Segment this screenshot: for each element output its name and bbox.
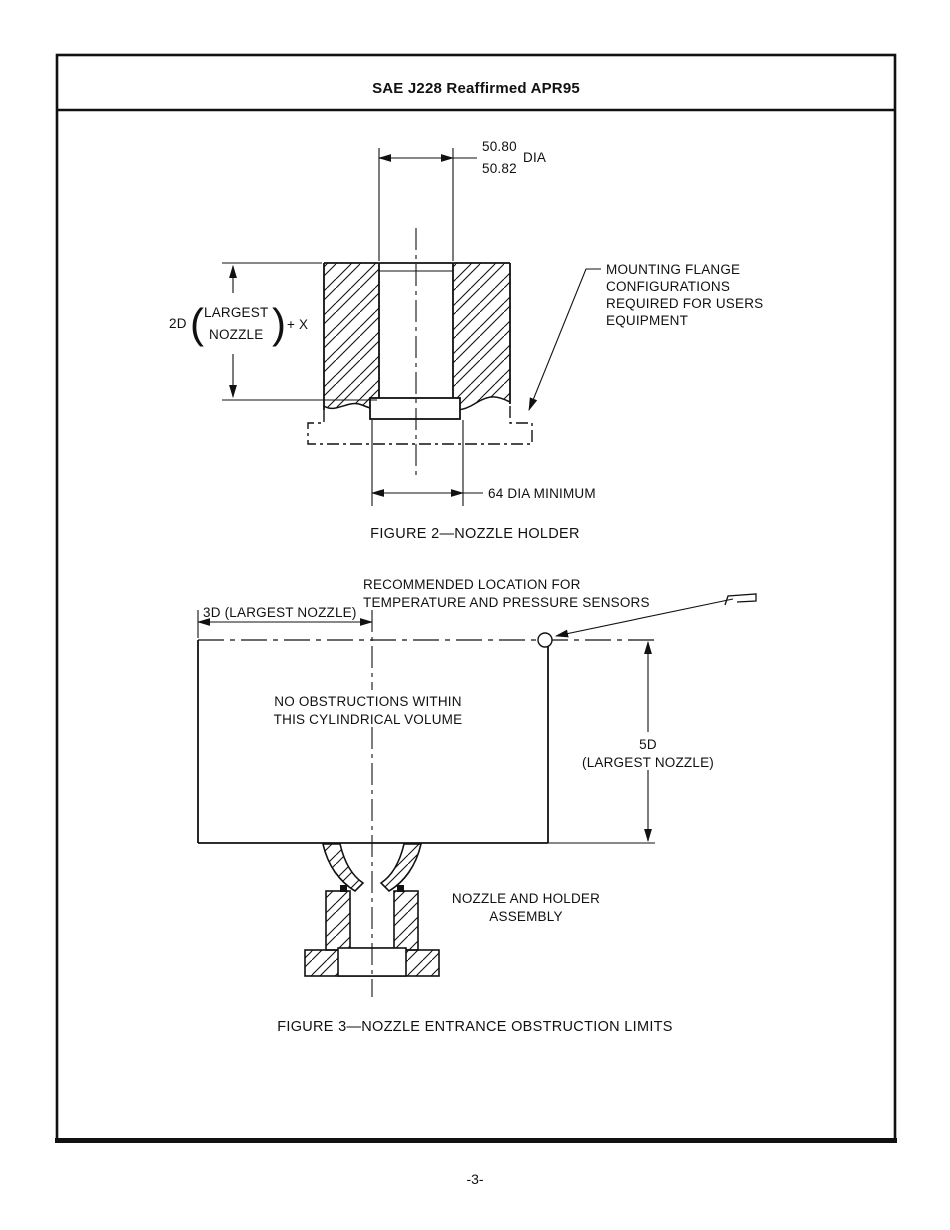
figure2-caption: FIGURE 2—NOZZLE HOLDER [370,526,580,542]
figure3-drawing: RECOMMENDED LOCATION FOR TEMPERATURE AND… [196,577,757,997]
fig2-depth-line2: NOZZLE [209,327,263,342]
fig2-depth-suffix: + X [287,317,308,332]
fig2-depth-paren-open: ( [190,300,204,347]
fig3-height-dim-1: 5D [639,737,657,752]
fig3-assembly-note-2: ASSEMBLY [489,909,562,924]
fig3-flange-hatch-left [305,950,338,976]
figure3-caption: FIGURE 3—NOZZLE ENTRANCE OBSTRUCTION LIM… [277,1019,673,1035]
fig3-volume-note-2: THIS CYLINDRICAL VOLUME [274,712,463,727]
fig2-dia-dimension [377,148,477,261]
fig3-width-dimension [196,610,374,638]
fig3-sensor-leader [554,598,734,638]
fig3-holder-wall-left [325,890,351,951]
fig2-depth-line1: LARGEST [204,305,268,320]
fig2-depth-prefix: 2D [169,316,187,331]
fig2-right-wall-hatch [453,263,510,410]
fig2-boss [369,397,461,420]
fig3-leader-hook [724,593,757,606]
fig3-sensor-location-marker [537,632,553,648]
header-title: SAE J228 Reaffirmed APR95 [372,80,580,97]
fig2-mindia-label: 64 DIA MINIMUM [488,486,596,501]
fig2-mindia-dimension [370,420,483,506]
fig3-groove-left [340,885,347,892]
fig2-dia-label: DIA [523,150,546,165]
page-number: -3- [466,1171,483,1187]
fig2-dia-lower: 50.82 [482,161,517,176]
fig2-flange-leader [528,268,601,412]
fig2-depth-dimension [222,262,377,401]
fig2-flange-note-3: REQUIRED FOR USERS [606,296,763,311]
fig3-bell-right [379,843,423,893]
figure2-drawing: 50.80 50.82 DIA 2D ( LARGEST NOZZLE ) + … [169,139,763,506]
fig2-flange-note-4: EQUIPMENT [606,313,688,328]
fig3-flange-hatch-right [406,950,439,976]
fig2-depth-paren-close: ) [272,300,286,347]
fig3-assembly-note-1: NOZZLE AND HOLDER [452,891,600,906]
fig3-volume-box [197,639,655,844]
fig2-flange-note-2: CONFIGURATIONS [606,279,730,294]
fig2-phantom-flange [307,404,533,445]
fig3-groove-right [397,885,404,892]
fig3-height-dim-2: (LARGEST NOZZLE) [582,755,714,770]
fig2-dia-upper: 50.80 [482,139,517,154]
fig3-sensor-note-2: TEMPERATURE AND PRESSURE SENSORS [363,595,650,610]
fig3-sensor-note-1: RECOMMENDED LOCATION FOR [363,577,581,592]
fig2-flange-note-1: MOUNTING FLANGE [606,262,740,277]
page-frame [55,53,897,1143]
fig2-left-wall-hatch [324,263,379,410]
fig3-bell-left [321,843,365,893]
fig3-holder-wall-right [393,890,419,951]
fig3-width-dim-label: 3D (LARGEST NOZZLE) [203,605,357,620]
fig3-volume-note-1: NO OBSTRUCTIONS WITHIN [274,694,461,709]
